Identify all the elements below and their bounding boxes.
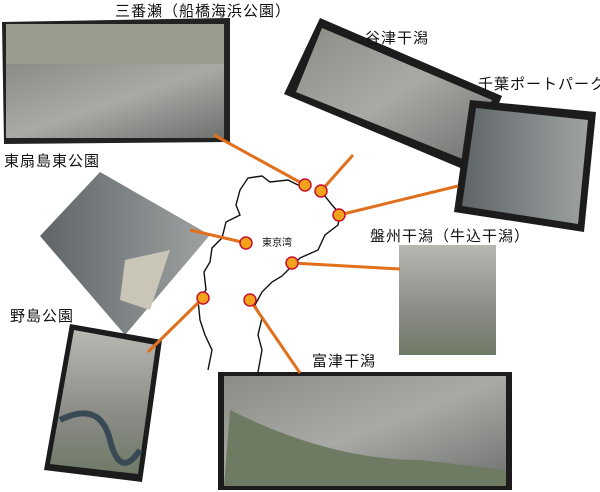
- coastline-east: [254, 190, 341, 373]
- label-yatsu: 谷津干潟: [365, 29, 430, 47]
- marker-banzu[interactable]: [285, 256, 299, 270]
- photo-higashi-ogishima: [40, 172, 210, 335]
- line-chiba-port: [338, 184, 459, 217]
- line-sanbanze: [213, 133, 306, 187]
- marker-yatsu[interactable]: [314, 184, 328, 198]
- line-futtsu: [248, 299, 302, 374]
- photo-yatsu: [284, 18, 502, 172]
- label-higashi-ogishima: 東扇島東公園: [4, 152, 101, 170]
- photo-futtsu: [218, 372, 512, 490]
- line-yatsu: [319, 154, 355, 192]
- leader-lines: [146, 133, 459, 374]
- photo-banzu: [399, 245, 496, 355]
- label-chiba-port: 千葉ポートパーク: [478, 75, 600, 93]
- photo-chiba-port: [454, 100, 596, 232]
- photo-sanbanze: [2, 18, 230, 144]
- label-banzu: 盤州干潟（牛込干潟）: [370, 227, 531, 245]
- marker-sanbanze[interactable]: [298, 178, 312, 192]
- label-tokyo-bay: 東京湾: [262, 238, 292, 249]
- label-futtsu: 富津干潟: [312, 352, 377, 370]
- marker-nojima[interactable]: [196, 291, 210, 305]
- marker-chiba-port[interactable]: [332, 208, 346, 222]
- line-higashi-ogishima: [189, 228, 247, 245]
- marker-futtsu[interactable]: [243, 293, 257, 307]
- marker-higashi-ogishima[interactable]: [239, 236, 253, 250]
- line-nojima: [146, 296, 205, 354]
- label-nojima: 野島公園: [10, 307, 75, 325]
- line-banzu: [291, 261, 401, 271]
- label-sanbanze: 三番瀬（船橋海浜公園）: [115, 2, 292, 20]
- photo-nojima: [44, 324, 162, 482]
